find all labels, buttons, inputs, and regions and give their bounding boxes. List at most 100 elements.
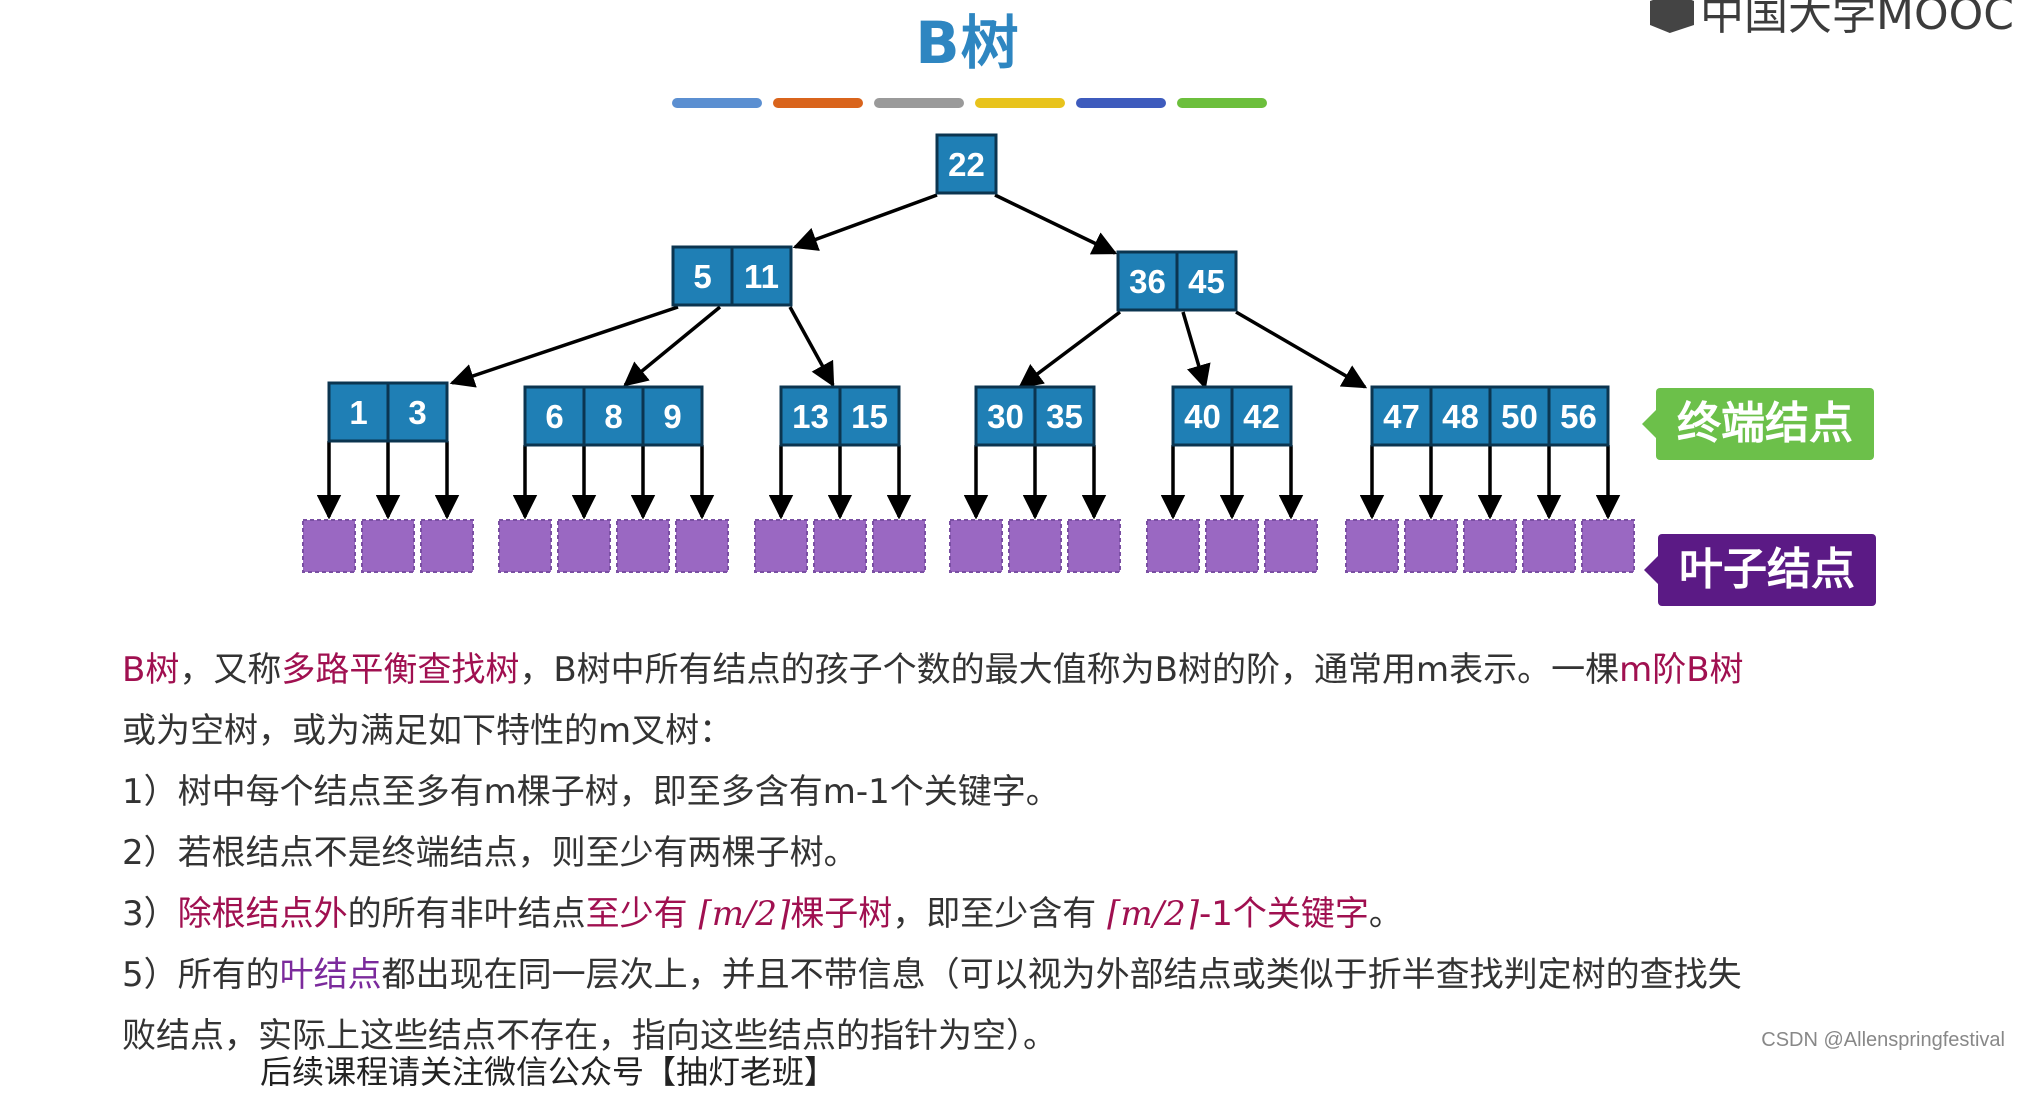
leaf-node <box>616 519 670 573</box>
leaf-node <box>754 519 808 573</box>
text-run: 多路平衡查找树 <box>281 650 520 690</box>
leaf-node <box>1264 519 1318 573</box>
leaf-node <box>813 519 867 573</box>
key-value: 6 <box>545 398 563 435</box>
pointer-arrow <box>1018 310 1122 389</box>
text-run: 棵子树 <box>790 894 893 934</box>
key-cell <box>1547 385 1610 447</box>
leaf-node <box>949 519 1003 573</box>
property-1: 1）树中每个结点至多有m棵子树，即至多含有m-1个关键字。 <box>122 772 1060 812</box>
text-run: ，又称 <box>179 650 282 690</box>
logo-text: 中国大学MOOC <box>1700 0 2014 40</box>
leaf-node <box>361 519 415 573</box>
pointer-arrow <box>1181 311 1211 390</box>
accent-bar <box>975 98 1065 108</box>
key-cell <box>838 385 901 447</box>
text-run: 3） <box>122 894 178 934</box>
key-cell <box>1175 250 1238 312</box>
leaf-node <box>1522 519 1576 573</box>
text-run: 5）所有的 <box>122 955 280 995</box>
pointer-arrow <box>449 305 679 388</box>
key-cell <box>935 133 998 195</box>
key-value: 30 <box>987 398 1024 435</box>
key-cell <box>1230 385 1293 447</box>
text-run: ，即至少含有 <box>892 894 1108 934</box>
definition-line-2: 或为空树，或为满足如下特性的m叉树： <box>122 711 734 751</box>
key-value: 42 <box>1243 398 1280 435</box>
key-value: 45 <box>1188 263 1225 300</box>
key-value: 56 <box>1560 398 1597 435</box>
root-node: 22 <box>935 133 998 195</box>
key-cell <box>327 381 390 443</box>
key-cell <box>582 385 645 447</box>
leaf-node <box>872 519 926 573</box>
key-cell <box>1033 385 1096 447</box>
accent-bar <box>1076 98 1166 108</box>
terminal-node: 30 35 <box>974 385 1096 447</box>
terminal-node: 6 8 9 <box>523 385 704 447</box>
key-cell <box>671 245 734 307</box>
leaf-node <box>1463 519 1517 573</box>
pointer-arrow <box>1235 310 1368 389</box>
accent-bar <box>773 98 863 108</box>
watermark: CSDN @Allenspringfestival <box>1761 1029 2005 1051</box>
leaf-node-label-text: 叶子结点 <box>1679 544 1855 595</box>
terminal-node-label-text: 终端结点 <box>1677 398 1853 449</box>
key-cell <box>974 385 1037 447</box>
text-run: B树 <box>122 650 180 690</box>
key-cell <box>1116 250 1179 312</box>
mooc-logo: 中国大学MOOC <box>1650 0 2014 40</box>
leaf-node <box>1008 519 1062 573</box>
leaf-nodes <box>302 519 1635 573</box>
text-run: ，B树中所有结点的孩子个数的最大值称为B树的阶，通常用m表示。一棵 <box>519 650 1620 690</box>
key-value: 13 <box>792 398 829 435</box>
leaf-node <box>420 519 474 573</box>
definition-line-1: B树，又称多路平衡查找树，B树中所有结点的孩子个数的最大值称为B树的阶，通常用m… <box>122 640 1922 701</box>
pointer-arrow <box>792 193 938 251</box>
accent-bar <box>672 98 762 108</box>
key-cell <box>641 385 704 447</box>
accent-bar <box>874 98 964 108</box>
key-value: 8 <box>604 398 622 435</box>
key-value: 35 <box>1046 398 1083 435</box>
mooc-logo-icon <box>1650 0 1694 33</box>
leaf-node <box>302 519 356 573</box>
key-value: 1 <box>349 394 367 431</box>
page-title: B树 <box>915 9 1020 77</box>
internal-node: 36 45 <box>1116 250 1238 312</box>
leaf-node <box>675 519 729 573</box>
text-run: -1个关键字 <box>1198 894 1369 934</box>
pointer-arrow <box>788 306 835 388</box>
key-value: 15 <box>851 398 888 435</box>
key-cell <box>386 381 449 443</box>
text-run: 的所有非叶结点 <box>347 894 586 934</box>
leaf-node <box>1345 519 1399 573</box>
text-run: m阶B树 <box>1619 650 1744 690</box>
property-5-continued: 败结点，实际上这些结点不存在，指向这些结点的指针为空）。 <box>122 1016 1057 1056</box>
key-value: 40 <box>1184 398 1221 435</box>
text-run: 除根结点外 <box>177 894 348 934</box>
terminal-node: 40 42 <box>1171 385 1293 447</box>
key-value: 50 <box>1501 398 1538 435</box>
leaf-node-label: 叶子结点 <box>1644 534 1876 606</box>
key-value: 3 <box>408 394 426 431</box>
leaf-node <box>1404 519 1458 573</box>
pointer-arrow <box>623 305 722 387</box>
key-cell <box>730 245 793 307</box>
key-value: 36 <box>1129 263 1166 300</box>
key-value: 9 <box>663 398 681 435</box>
property-5: 5）所有的叶结点都出现在同一层次上，并且不带信息（可以视为外部结点或类似于折半查… <box>122 945 1922 1006</box>
property-2: 2）若根结点不是终端结点，则至少有两棵子树。 <box>122 833 858 873</box>
text-run: ⌈m/2⌉ <box>698 894 791 934</box>
terminal-node-label: 终端结点 <box>1642 388 1874 460</box>
property-3: 3）除根结点外的所有非叶结点至少有 ⌈m/2⌉棵子树，即至少含有 ⌈m/2⌉-1… <box>122 884 1922 945</box>
footer-note: 后续课程请关注微信公众号【抽灯老班】 <box>260 1053 837 1091</box>
pointer-arrow <box>994 193 1118 255</box>
text-run: ⌈m/2⌉ <box>1107 894 1199 934</box>
accent-bar <box>1177 98 1267 108</box>
